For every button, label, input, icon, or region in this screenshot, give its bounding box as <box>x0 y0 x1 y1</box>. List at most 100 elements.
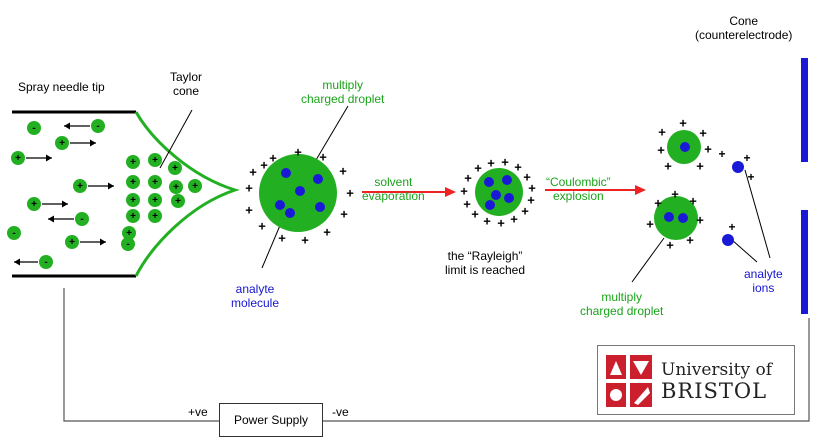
negative-terminal-label: -ve <box>332 405 349 419</box>
offspring-droplet-2-analyte-0 <box>664 212 674 222</box>
cone-ion-2-sign: + <box>172 163 178 174</box>
university-logo-line1: University of <box>661 360 773 380</box>
cone-ion-9 <box>171 194 185 208</box>
large-droplet-charge-10: + <box>245 203 253 218</box>
rayleigh-droplet-charge-6: + <box>527 193 535 208</box>
large-droplet-charge-4: + <box>346 186 354 201</box>
large-droplet-charge-1: + <box>294 145 302 160</box>
rayleigh-droplet-charge-0: + <box>474 161 482 176</box>
large-droplet-charge-5: + <box>340 207 348 222</box>
analyte-ion-1-charge-a: + <box>718 147 725 161</box>
needle-ion-arrow-3-head <box>46 154 52 162</box>
rayleigh-droplet-charge-12: + <box>463 197 471 212</box>
needle-ion-9 <box>39 255 53 269</box>
large-droplet-charge-3: + <box>339 164 347 179</box>
needle-ion-10 <box>121 237 135 251</box>
droplet-2-leader <box>631 237 665 283</box>
cone-ion-6-sign: + <box>192 181 198 192</box>
rayleigh-droplet-charge-5: + <box>528 181 536 196</box>
cone-ion-4-sign: + <box>152 177 158 188</box>
offspring-droplet-2-charge-1: + <box>654 196 662 211</box>
rayleigh-label: the “Rayleigh” limit is reached <box>445 249 526 277</box>
analyte-ion-2 <box>722 234 734 246</box>
cone-ion-6 <box>188 179 202 193</box>
cone-ion-0 <box>126 155 140 169</box>
offspring-droplet-1-charge-3: + <box>704 142 712 157</box>
needle-tip-label: Spray needle tip <box>18 80 105 94</box>
rayleigh-droplet-charge-2: + <box>501 155 509 170</box>
rayleigh-droplet-charge-4: + <box>523 170 531 185</box>
large-droplet-charge-0: + <box>269 151 277 166</box>
taylor-cone-leader <box>159 109 193 169</box>
needle-ion-5 <box>27 197 41 211</box>
large-droplet-analyte-2 <box>295 186 305 196</box>
analyte-ion-1 <box>732 161 744 173</box>
needle-ion-1 <box>91 119 105 133</box>
solvent-evaporation-label: solvent evaporation <box>362 175 425 203</box>
needle-ion-5-sign: + <box>31 199 37 210</box>
analyte-molecule-label: analyte molecule <box>231 282 280 310</box>
offspring-droplet-2-analyte-1 <box>678 213 688 223</box>
needle-ion-arrow-5-head <box>62 200 68 208</box>
large-droplet-analyte-3 <box>275 200 285 210</box>
large-droplet-charge-6: + <box>323 225 331 240</box>
rayleigh-droplet-charge-10: + <box>483 214 491 229</box>
offspring-droplet-2-charge-3: + <box>689 194 697 209</box>
needle-ion-7-sign: - <box>12 228 15 239</box>
needle-ion-arrow-9-head <box>14 258 20 266</box>
cone-ion-7-sign: + <box>130 195 136 206</box>
counterelectrode-upper <box>801 58 808 162</box>
cone-ion-7 <box>126 193 140 207</box>
counterelectrode-label: Cone (counterelectrode) <box>695 14 793 42</box>
rayleigh-droplet-charge-1: + <box>487 156 495 171</box>
rayleigh-droplet-analyte-1 <box>502 175 512 185</box>
analyte-ions-label: analyte ions <box>744 267 783 295</box>
large-droplet-analyte-4 <box>315 202 325 212</box>
needle-ion-arrow-2-head <box>90 139 96 147</box>
university-logo: University of BRISTOL <box>597 345 795 415</box>
cone-ion-2 <box>168 161 182 175</box>
needle-ion-arrow-6-head <box>48 215 54 223</box>
evaporation-arrowhead <box>445 187 456 197</box>
cone-ion-4 <box>148 175 162 189</box>
needle-ion-1-sign: - <box>96 121 99 132</box>
offspring-droplet-1-analyte-0 <box>680 142 690 152</box>
needle-ion-arrow-8-head <box>100 238 106 246</box>
cone-ion-5 <box>169 180 183 194</box>
droplet-1-label: multiply charged droplet <box>301 78 385 106</box>
offspring-droplet-2-charge-4: + <box>696 213 704 228</box>
offspring-droplet-2-charge-2: + <box>671 187 679 202</box>
taylor-cone-label: Taylor cone <box>170 70 203 98</box>
circuit-wire-positive <box>63 288 219 422</box>
cone-ion-3-sign: + <box>130 177 136 188</box>
offspring-droplet-1-charge-6: + <box>657 143 665 158</box>
rayleigh-droplet-analyte-0 <box>484 177 494 187</box>
cone-ion-11 <box>148 209 162 223</box>
cone-ion-8 <box>148 193 162 207</box>
offspring-droplet-1-charge-0: + <box>658 125 666 140</box>
cone-ion-11-sign: + <box>152 211 158 222</box>
counterelectrode-lower <box>801 210 808 314</box>
explosion-arrowhead <box>635 185 646 195</box>
large-droplet-charge-12: + <box>249 165 257 180</box>
power-supply-box: Power Supply <box>219 403 323 437</box>
analyte-ions-leader-1 <box>744 169 771 259</box>
large-droplet-charge-2: + <box>319 150 327 165</box>
cone-ion-8-sign: + <box>152 195 158 206</box>
rayleigh-droplet-analyte-3 <box>504 193 514 203</box>
cone-ion-12 <box>122 226 136 240</box>
rayleigh-droplet-charge-14: + <box>464 171 472 186</box>
large-droplet-analyte-5 <box>285 208 295 218</box>
needle-ion-3 <box>11 151 25 165</box>
analyte-ion-1-charge-b: + <box>743 151 750 165</box>
needle-ion-4-sign: + <box>77 181 83 192</box>
cone-ion-9-sign: + <box>175 196 181 207</box>
offspring-droplet-1-charge-4: + <box>696 159 704 174</box>
coulombic-label: “Coulombic” explosion <box>546 175 611 203</box>
needle-ion-2-sign: + <box>59 138 65 149</box>
needle-ion-2 <box>55 136 69 150</box>
bristol-crest-icon <box>606 355 652 407</box>
university-logo-line2: BRISTOL <box>661 379 768 403</box>
rayleigh-droplet-charge-3: + <box>514 160 522 175</box>
analyte-ion-2-charge: + <box>728 220 735 234</box>
